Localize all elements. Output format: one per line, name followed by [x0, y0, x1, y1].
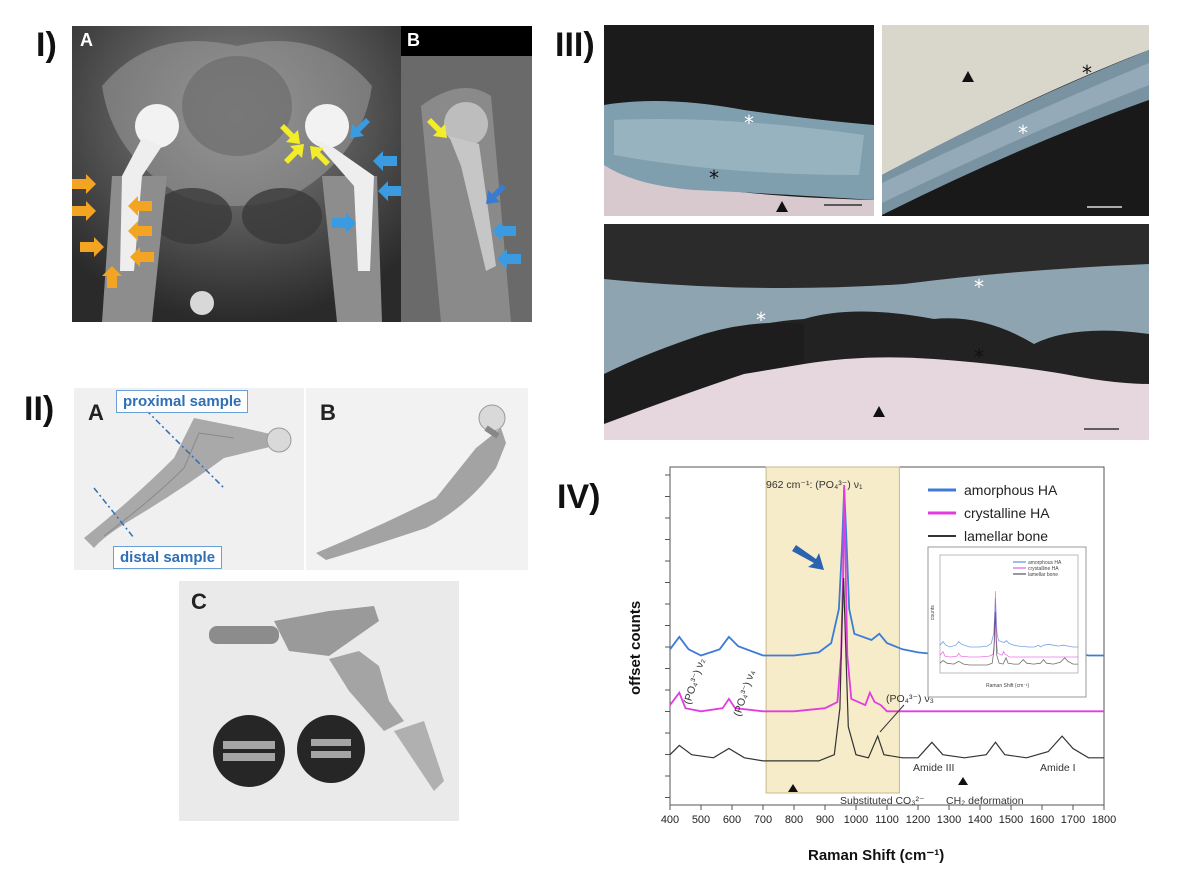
svg-text:*: * [744, 111, 754, 135]
implant-label-b: B [320, 400, 336, 425]
inset-chart: amorphous HA crystalline HA lamellar bon… [927, 546, 1087, 698]
panel-label-iii: III) [555, 26, 595, 64]
panel-label-iv: IV) [557, 478, 601, 516]
svg-text:*: * [1018, 121, 1028, 145]
implant-photo-a: A [74, 388, 304, 570]
xray-pelvis: A [72, 26, 402, 322]
x-tick-label: 1800 [1092, 814, 1116, 826]
legend-item-amorphous: amorphous HA [964, 482, 1058, 498]
svg-text:*: * [1082, 61, 1092, 85]
inset-line-3 [939, 611, 1078, 666]
implant-photo-b: B [306, 388, 528, 570]
legend-item-bone: lamellar bone [964, 528, 1048, 544]
y-axis-title: offset counts [627, 601, 644, 695]
proximal-sample-label: proximal sample [116, 390, 249, 413]
distal-sample-label: distal sample [113, 546, 223, 569]
x-tick-label: 1200 [906, 814, 930, 826]
annot-co3: Substituted CO₃²⁻ [840, 795, 925, 807]
highlight-band [765, 466, 900, 794]
svg-text:*: * [974, 275, 984, 299]
implant-label-a: A [88, 400, 104, 425]
annot-peak: 962 cm⁻¹: (PO₄³⁻) ν₁ [766, 479, 863, 491]
xray-label-a: A [80, 30, 93, 50]
annot-v3-leader [879, 704, 905, 733]
raman-chart: 400 500 600 700 800 900 1000 1100 1200 1300 1400 15… [627, 466, 1116, 864]
svg-text:*: * [756, 308, 766, 332]
svg-text:*: * [709, 166, 719, 190]
inset-lines [939, 591, 1078, 666]
inset-legend-amorphous: amorphous HA [1028, 560, 1062, 566]
xray-femur: B [401, 26, 532, 322]
inset-x-title: Raman Shift (cm⁻¹) [986, 683, 1030, 689]
x-tick-label: 1000 [844, 814, 868, 826]
marker-co3 [788, 784, 798, 792]
peak-arrow [792, 545, 824, 570]
x-tick-label: 500 [692, 814, 710, 826]
inset-legend-bone: lamellar bone [1028, 572, 1058, 578]
annot-amide1: Amide I [1040, 762, 1076, 774]
implant-label-c: C [191, 589, 207, 614]
annot-v3: (PO₄³⁻) ν₃ [886, 693, 934, 705]
annot-ch2: CH₂ deformation [946, 795, 1024, 807]
x-tick-label: 900 [816, 814, 834, 826]
annot-v2: (PO₄³⁻) ν₂ [681, 657, 707, 706]
marker-ch2 [958, 777, 968, 785]
x-ticks: 400 500 600 700 800 900 1000 1100 1200 1300 1400 15… [661, 805, 1116, 826]
x-tick-label: 800 [785, 814, 803, 826]
x-tick-label: 700 [754, 814, 772, 826]
micro-top-left: * * [604, 25, 874, 216]
micro-top-right: * * [882, 25, 1149, 216]
x-tick-label: 1400 [968, 814, 992, 826]
panel-label-i: I) [36, 26, 57, 64]
series-line-3 [669, 577, 1104, 762]
annot-amide3: Amide III [913, 762, 954, 774]
implant-photo-c: C [179, 581, 459, 821]
series-line-2 [669, 484, 1104, 713]
x-tick-label: 1500 [999, 814, 1023, 826]
x-tick-label: 1300 [937, 814, 961, 826]
x-axis-title: Raman Shift (cm⁻¹) [808, 847, 944, 864]
inset-line-2 [939, 591, 1078, 658]
x-tick-label: 1600 [1030, 814, 1054, 826]
y-ticks [665, 474, 670, 798]
inset-legend-crystalline: crystalline HA [1028, 566, 1059, 572]
x-tick-label: 1700 [1061, 814, 1085, 826]
inset-line-1 [939, 598, 1078, 648]
xray-label-b: B [407, 30, 420, 50]
x-tick-label: 1100 [875, 814, 899, 826]
svg-text:*: * [974, 345, 984, 369]
inset-y-title: counts [930, 605, 936, 620]
x-tick-label: 400 [661, 814, 679, 826]
legend: amorphous HA crystalline HA lamellar bon… [928, 482, 1058, 544]
panel-label-ii: II) [24, 390, 55, 428]
micro-bottom: * * * [604, 224, 1149, 440]
legend-item-crystalline: crystalline HA [964, 505, 1050, 521]
x-tick-label: 600 [723, 814, 741, 826]
